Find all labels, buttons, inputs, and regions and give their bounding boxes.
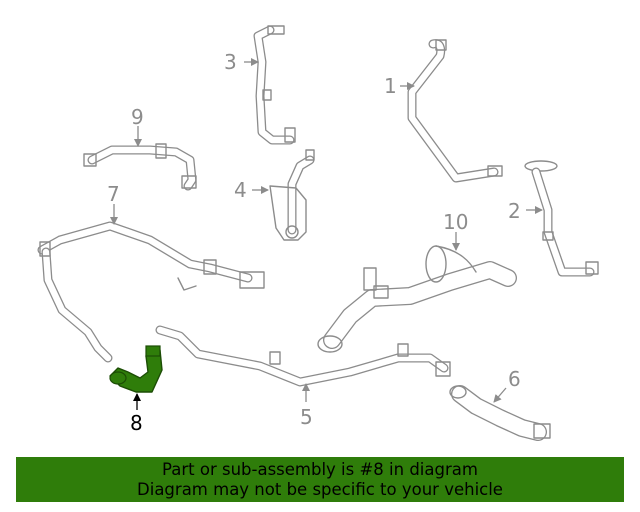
part-2-pipe [524, 160, 599, 277]
leader-6 [493, 387, 507, 403]
part-5-pipe [155, 325, 451, 387]
callout-5: 5 [300, 405, 313, 429]
callout-10: 10 [443, 210, 468, 234]
part-6-hose [449, 385, 551, 441]
callout-2: 2 [508, 199, 521, 223]
callout-1: 1 [384, 74, 397, 98]
callout-3: 3 [224, 50, 237, 74]
part-7-pipe [37, 221, 265, 363]
part-8-hose-highlighted [109, 345, 163, 393]
callout-6: 6 [508, 367, 521, 391]
banner-line-2: Diagram may not be specific to your vehi… [137, 480, 503, 499]
part-3-pipe [253, 25, 296, 145]
callout-7: 7 [107, 182, 120, 206]
part-1-pipe [407, 39, 503, 183]
part-4-pipe [269, 149, 315, 241]
fitment-banner: Part or sub-assembly is #8 in diagram Di… [16, 457, 624, 502]
part-10-hose [317, 245, 517, 353]
callout-8: 8 [130, 411, 143, 435]
callout-4: 4 [234, 178, 247, 202]
leader-lines [110, 58, 543, 410]
banner-line-1: Part or sub-assembly is #8 in diagram [162, 460, 478, 479]
part-9-hose [83, 143, 197, 191]
callout-9: 9 [131, 105, 144, 129]
